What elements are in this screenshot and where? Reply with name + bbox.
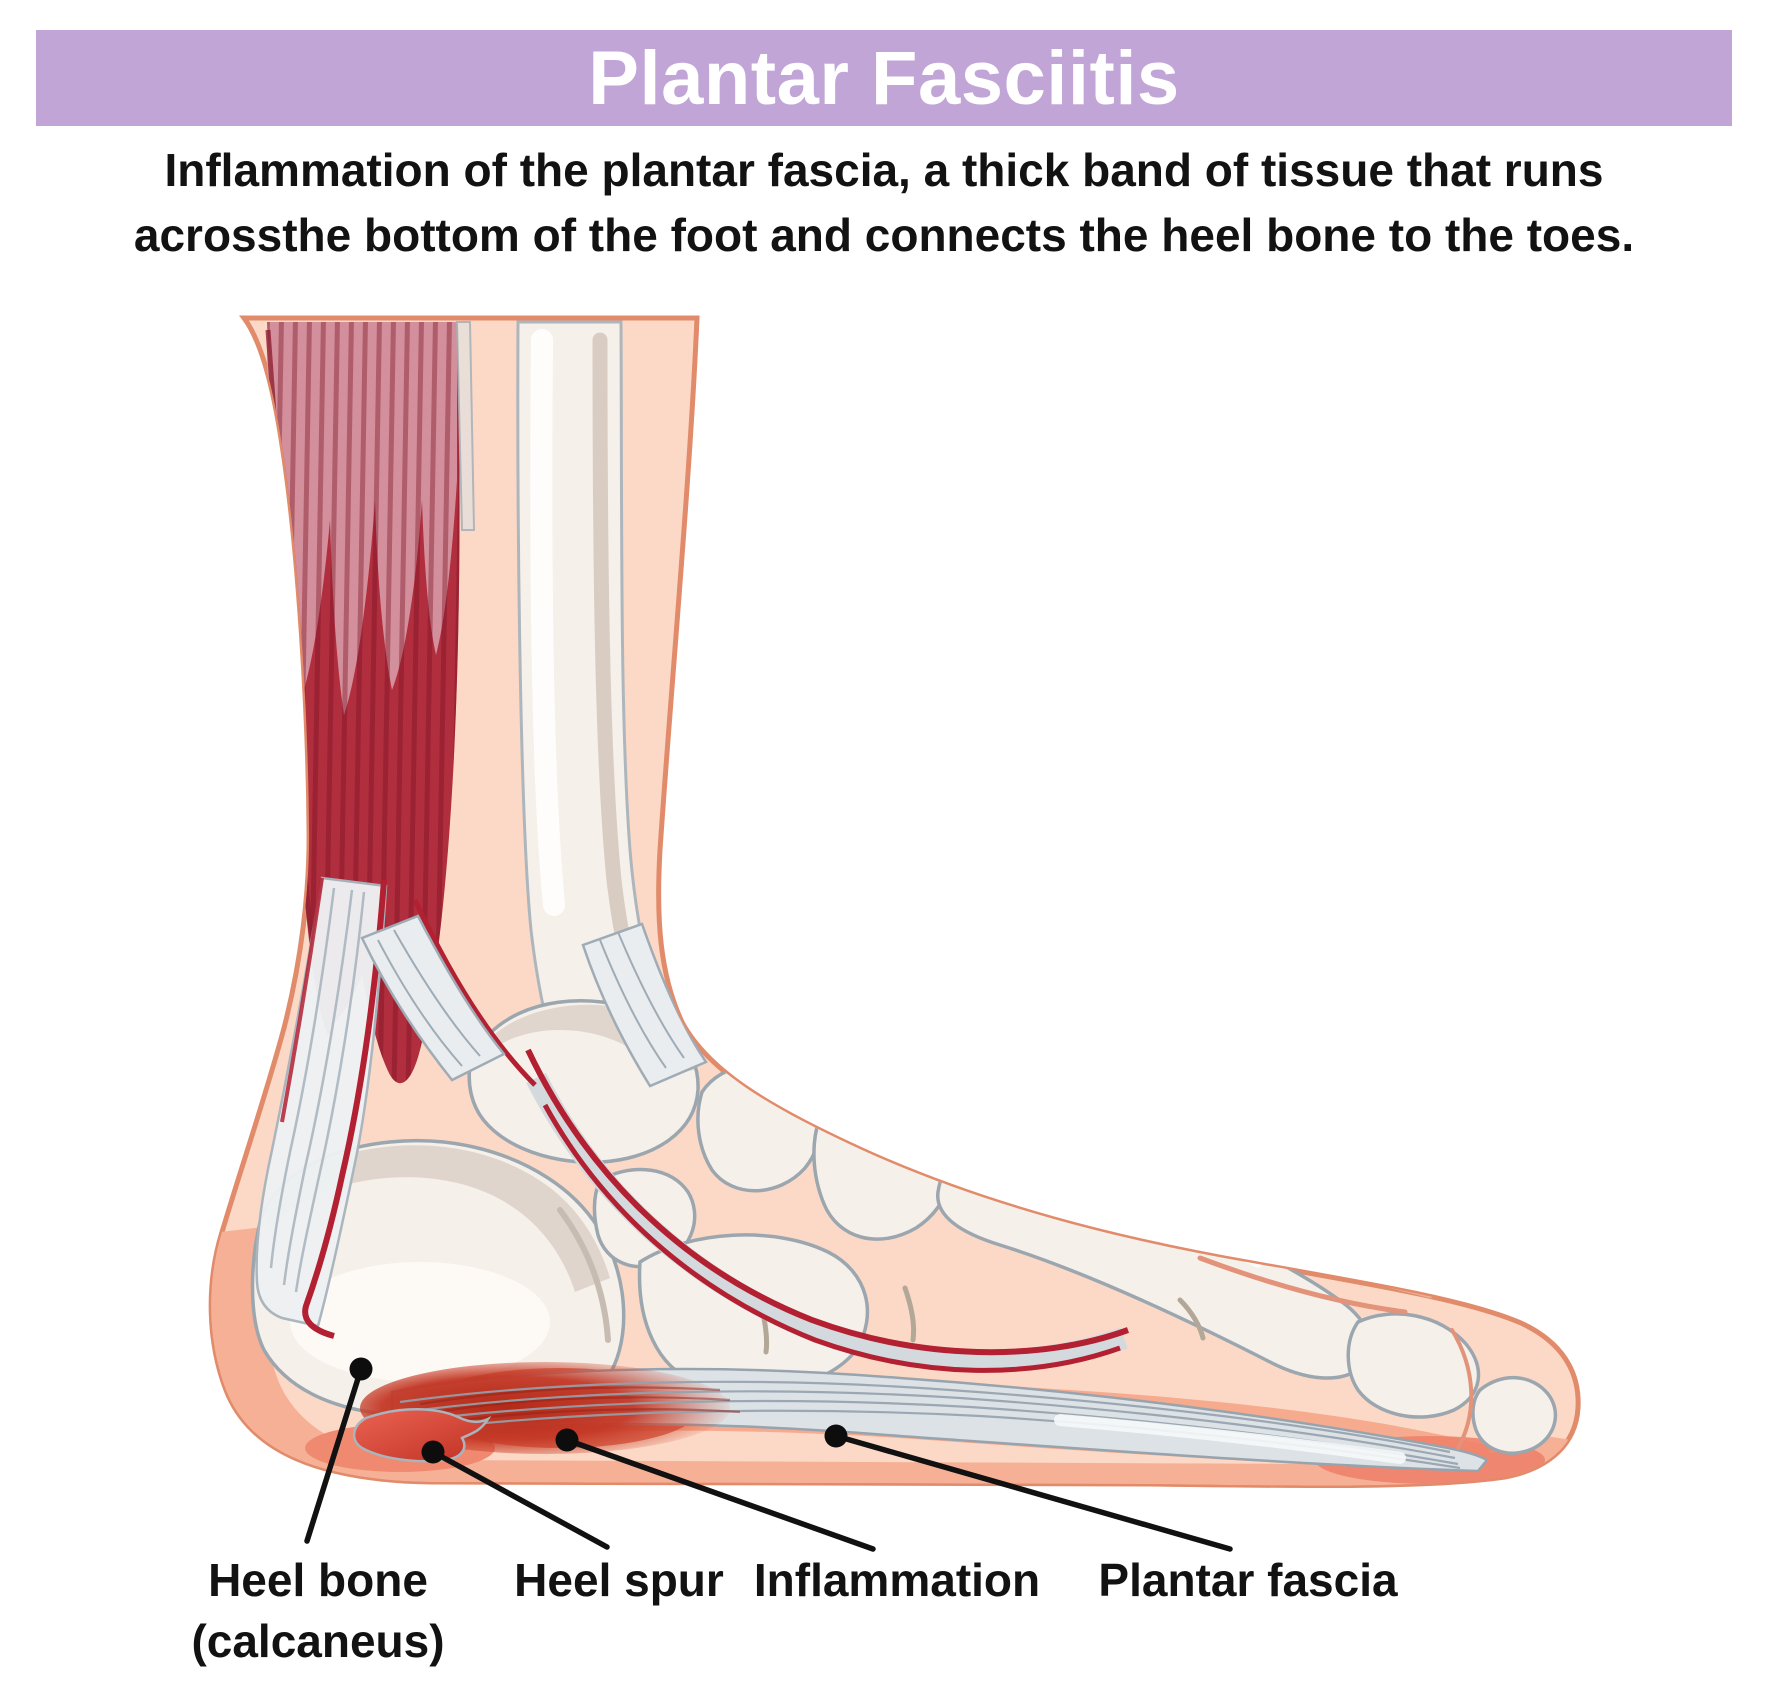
description-line-2: the bottom of the foot and connects the … (282, 209, 1635, 262)
label-inflammation: Inflammation (753, 1554, 1041, 1606)
label-heel-bone-line1: Heel bone (208, 1554, 428, 1606)
toe-bone-proximal (1346, 1312, 1481, 1419)
label-heel-bone: Heel bone (calcaneus) (191, 1550, 444, 1671)
page-title: Plantar Fasciitis (588, 35, 1180, 121)
plantar-fascia-marker-dot (824, 1424, 848, 1448)
heel-spur-shape (353, 1408, 492, 1463)
inflammation-marker-dot (555, 1428, 579, 1452)
label-plantar-fascia: Plantar fascia (1098, 1554, 1398, 1606)
heel-bone-marker-dot (349, 1357, 373, 1381)
inflammation-leader-line (564, 1437, 876, 1552)
heel-spur-marker-dot (421, 1440, 445, 1464)
description-line-1: Inflammation of the plantar fascia, a th… (133, 144, 1604, 262)
label-heel-bone-line2: (calcaneus) (191, 1614, 445, 1667)
label-heel-spur: Heel spur (514, 1554, 724, 1606)
achilles-tendon (255, 876, 388, 1339)
arch-tendon (412, 898, 1130, 1373)
heel-bone-leader-line (304, 1366, 364, 1544)
navicular-bone (696, 1062, 823, 1193)
heel-spur-leader-line (430, 1449, 610, 1550)
title-banner: Plantar Fasciitis (36, 30, 1732, 126)
leader-lines (304, 1366, 1233, 1552)
plantar-fascia-leader-line (833, 1433, 1233, 1552)
toe-bone-distal (1471, 1376, 1558, 1455)
marker-dots (349, 1357, 848, 1464)
description: Inflammation of the plantar fascia, a th… (64, 138, 1704, 269)
